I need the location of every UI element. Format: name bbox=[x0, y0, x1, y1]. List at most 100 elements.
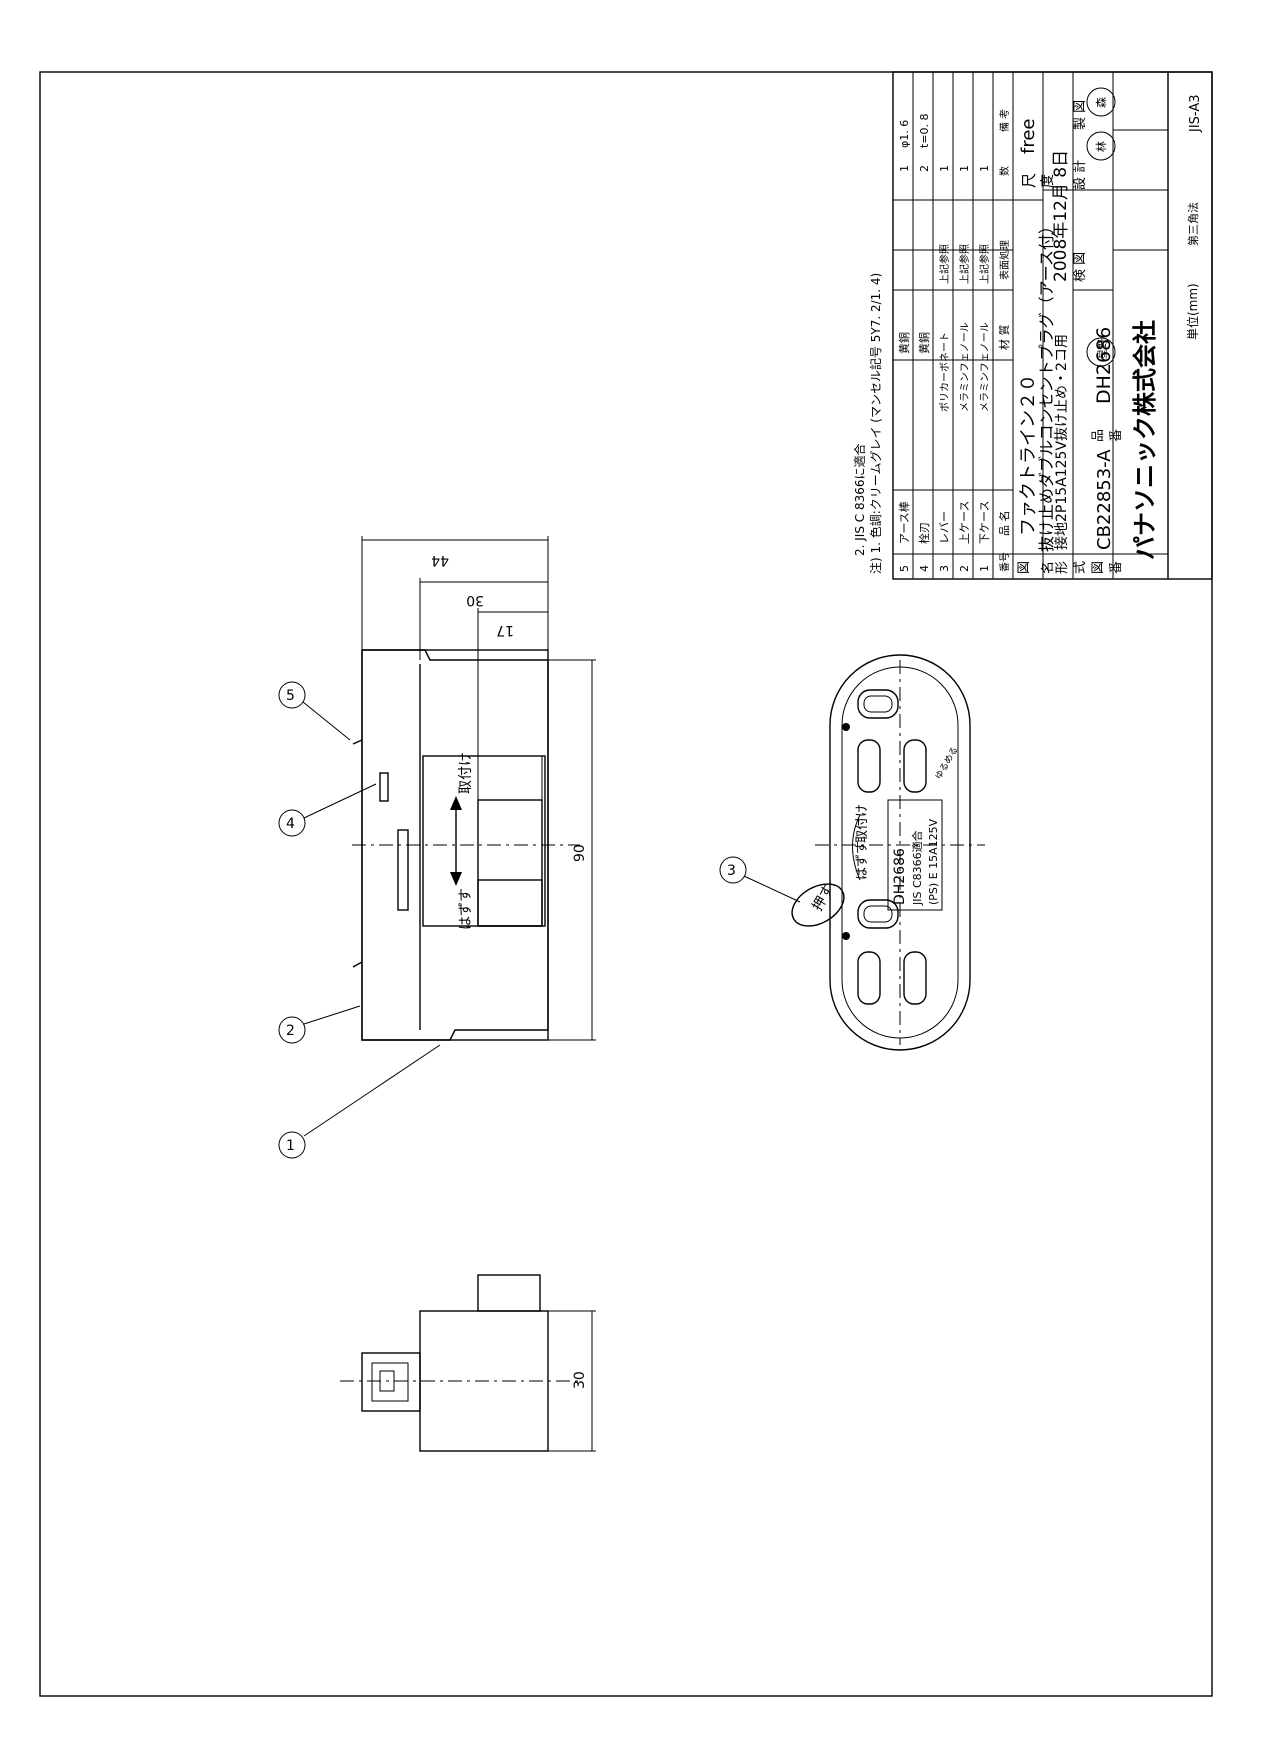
balloon: 5 bbox=[278, 681, 351, 741]
svg-text:品 名: 品 名 bbox=[997, 511, 1011, 537]
note-color: 注) 1. 色調:クリームグレイ (マンセル記号 5Y7. 2/1. 4) bbox=[868, 273, 883, 574]
note-jis: 2. JIS C 8366に適合 bbox=[852, 443, 867, 556]
stamp-circle bbox=[1086, 87, 1116, 117]
projection-label: 第三角法 bbox=[1186, 202, 1200, 246]
svg-text:星野: 星野 bbox=[1097, 339, 1109, 359]
svg-text:度: 度 bbox=[1040, 174, 1056, 188]
outlet-slots bbox=[842, 689, 927, 1005]
stamp-circle bbox=[1086, 337, 1116, 367]
face-rating: (PS) E 15A125V bbox=[927, 818, 940, 905]
svg-text:2: 2 bbox=[958, 565, 971, 572]
dim-90: 90 bbox=[572, 844, 588, 862]
side-elevation-view: はずす 取付け 44 30 17 90 5 4 2 bbox=[278, 536, 596, 1159]
svg-text:3: 3 bbox=[938, 565, 951, 572]
face-remove-label: はずす bbox=[855, 841, 870, 880]
svg-text:ポリカーボネート: ポリカーボネート bbox=[939, 332, 951, 412]
svg-text:1: 1 bbox=[286, 1138, 295, 1154]
svg-text:形: 形 bbox=[1055, 561, 1070, 574]
notes-block: 注) 1. 色調:クリームグレイ (マンセル記号 5Y7. 2/1. 4) 2.… bbox=[852, 273, 883, 574]
svg-text:レバー: レバー bbox=[938, 511, 951, 544]
svg-text:式: 式 bbox=[1073, 561, 1088, 574]
svg-text:2: 2 bbox=[918, 165, 931, 172]
svg-text:t=0. 8: t=0. 8 bbox=[918, 113, 931, 148]
pin bbox=[379, 772, 389, 802]
unit-label: 単位(mm) bbox=[1185, 283, 1200, 340]
parts-row: 3 レバー ポリカーボネート 上記参照 1 bbox=[938, 165, 951, 572]
svg-text:設 計: 設 計 bbox=[1072, 160, 1088, 190]
dim-30-top: 30 bbox=[466, 592, 484, 608]
svg-text:品: 品 bbox=[1091, 429, 1106, 442]
svg-text:図: 図 bbox=[1091, 561, 1106, 574]
svg-text:林: 林 bbox=[1094, 141, 1108, 152]
svg-text:番: 番 bbox=[1109, 561, 1124, 574]
sheet-size: JIS-A3 bbox=[1188, 95, 1203, 134]
parts-row: 4 栓刃 黄銅 2 t=0. 8 bbox=[917, 113, 931, 572]
title-block-frame bbox=[892, 71, 1213, 580]
face-outline bbox=[829, 654, 971, 1051]
svg-text:上ケース: 上ケース bbox=[958, 501, 971, 544]
drawing-date: 2008年12月 8日 bbox=[1051, 150, 1071, 282]
svg-text:1: 1 bbox=[958, 165, 971, 172]
title-block bbox=[892, 71, 1213, 580]
svg-text:栓刃: 栓刃 bbox=[917, 522, 931, 544]
pin-block bbox=[361, 1352, 421, 1412]
svg-text:φ1. 6: φ1. 6 bbox=[898, 120, 911, 148]
svg-text:4: 4 bbox=[918, 565, 931, 572]
svg-text:数: 数 bbox=[998, 166, 1011, 176]
svg-text:1: 1 bbox=[938, 165, 951, 172]
dim-44: 44 bbox=[431, 552, 449, 568]
svg-text:森: 森 bbox=[1094, 97, 1108, 108]
parts-header-row: 番号 品 名 材 質 表面処理 数 備 考 bbox=[997, 109, 1011, 572]
svg-text:上記参照: 上記参照 bbox=[958, 244, 971, 284]
parts-row: 5 アース棒 黄銅 1 φ1. 6 bbox=[897, 120, 911, 572]
balloon: 4 bbox=[278, 783, 377, 837]
lever-cap bbox=[477, 1274, 541, 1312]
svg-text:4: 4 bbox=[286, 816, 295, 832]
stamp-circle bbox=[1086, 131, 1116, 161]
parts-table: 5 アース棒 黄銅 1 φ1. 6 4 栓刃 黄銅 2 t=0. 8 3 レバー… bbox=[897, 109, 1011, 572]
svg-text:製 図: 製 図 bbox=[1073, 100, 1088, 130]
svg-text:番: 番 bbox=[1109, 429, 1124, 442]
balloon: 2 bbox=[278, 1005, 361, 1044]
title-cells: 図 ファクトライン２０ 尺 free 名 抜け止めダブルコンセントプラグ（アース… bbox=[1017, 87, 1203, 574]
svg-text:黄銅: 黄銅 bbox=[917, 332, 931, 354]
remove-label: はずす bbox=[458, 888, 474, 930]
parts-row: 2 上ケース メラミンフェノール 上記参照 1 bbox=[958, 165, 971, 572]
svg-text:上記参照: 上記参照 bbox=[978, 244, 991, 284]
model-description: 接地2P15A125V抜け止め・2コ用 bbox=[1053, 334, 1070, 550]
svg-text:5: 5 bbox=[898, 565, 911, 572]
svg-text:図: 図 bbox=[1017, 561, 1032, 574]
scale-value: free bbox=[1018, 119, 1039, 155]
dim-17: 17 bbox=[496, 622, 514, 638]
svg-text:メラミンフェノール: メラミンフェノール bbox=[959, 322, 971, 412]
face-attach-label: 取付け bbox=[855, 804, 870, 843]
plug-face-view: DH2686 JIS C8366適合 (PS) E 15A125V 押す はずす… bbox=[719, 654, 985, 1051]
drawing-number: CB22853-A bbox=[1094, 449, 1115, 550]
face-jis: JIS C8366適合 bbox=[910, 830, 924, 906]
svg-text:上記参照: 上記参照 bbox=[938, 244, 951, 284]
title-line-2: 抜け止めダブルコンセントプラグ（アース付） bbox=[1037, 218, 1056, 552]
dim-30-side: 30 bbox=[572, 1371, 588, 1389]
svg-text:1: 1 bbox=[978, 565, 991, 572]
lever bbox=[791, 883, 845, 927]
title-line-1: ファクトライン２０ bbox=[1018, 374, 1039, 536]
balloon: 1 bbox=[278, 1044, 441, 1159]
svg-text:5: 5 bbox=[286, 688, 295, 704]
svg-text:3: 3 bbox=[727, 863, 736, 879]
approval-stamps: 星野 林 森 bbox=[1086, 87, 1116, 367]
svg-text:アース棒: アース棒 bbox=[897, 501, 911, 544]
svg-text:2: 2 bbox=[286, 1023, 295, 1039]
parts-row: 1 下ケース メラミンフェノール 上記参照 1 bbox=[978, 165, 991, 572]
svg-text:材 質: 材 質 bbox=[997, 325, 1011, 351]
svg-text:表面処理: 表面処理 bbox=[998, 240, 1011, 280]
svg-text:検 図: 検 図 bbox=[1073, 252, 1088, 282]
rating-label bbox=[887, 799, 943, 911]
svg-text:1: 1 bbox=[978, 165, 991, 172]
svg-text:備 考: 備 考 bbox=[998, 109, 1011, 132]
svg-text:1: 1 bbox=[898, 165, 911, 172]
svg-text:尺: 尺 bbox=[1020, 173, 1038, 188]
attach-label: 取付け bbox=[458, 752, 474, 794]
balloon: 3 bbox=[719, 856, 801, 903]
